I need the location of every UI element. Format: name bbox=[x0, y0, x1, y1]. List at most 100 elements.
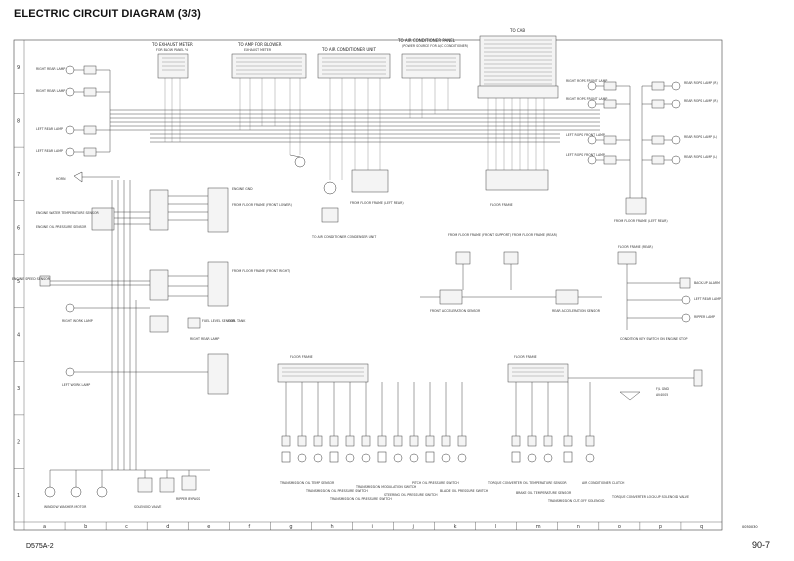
sensor-symbol bbox=[409, 453, 419, 463]
grid-column-label: a bbox=[43, 524, 46, 530]
vertical-drop-wires bbox=[164, 78, 545, 180]
sensor-symbol bbox=[313, 453, 323, 463]
sensor-connector bbox=[393, 435, 403, 447]
label-left-rear-lamp-2: LEFT REAR LAMP bbox=[36, 149, 63, 153]
label-air-cond-panel-sub: (POWER SOURCE FOR A/C CONDITIONER) bbox=[402, 44, 468, 48]
grid-row-label: 8 bbox=[17, 118, 20, 124]
sensor-connector bbox=[441, 435, 451, 447]
grid-column-label: n bbox=[577, 524, 580, 530]
label-trans-oil-press: TRANSMISSION OIL PRESSURE SWITCH bbox=[305, 489, 368, 493]
sensor-symbol bbox=[585, 453, 595, 463]
sensor-connector bbox=[543, 435, 553, 447]
top-connector-cab: TO CAB bbox=[477, 28, 559, 99]
sensor-group-upper: ENGINE WATER TEMPERATURE SENSOR ENGINE O… bbox=[36, 187, 292, 233]
label-engine-gnd: ENGINE GND bbox=[232, 187, 253, 191]
sensor-group-middle: ENGINE SPEED SENSOR FROM FLOOR FRAME (FR… bbox=[12, 261, 290, 307]
sensor-connector bbox=[329, 435, 339, 447]
drawing-number: 0050030 bbox=[742, 525, 758, 529]
grid-row-label: 6 bbox=[17, 225, 20, 231]
label-engine-water-temp: ENGINE WATER TEMPERATURE SENSOR bbox=[36, 211, 99, 215]
label-trans-mod: TRANSMISSION MODULATION SWITCH bbox=[355, 485, 417, 489]
label-exhaust-meter-sub: FOR BLOW PANEL ½ bbox=[156, 48, 188, 52]
label-right-rear-lamp-3: RIGHT REAR LAMP bbox=[190, 337, 219, 341]
sensor-connector bbox=[527, 435, 537, 447]
label-steering-oil: STEERING OIL PRESSURE SWITCH bbox=[384, 493, 438, 497]
label-fan-blower: TO AMP FOR BLOWER bbox=[237, 42, 282, 47]
label-horn: HORN bbox=[56, 177, 66, 181]
top-connector-exhaust-meter: TO EXHAUST METER FOR BLOW PANEL ½ bbox=[151, 42, 193, 79]
sensor-connector bbox=[377, 435, 387, 447]
grid-column-label: l bbox=[495, 524, 496, 530]
label-rear-rops-r-2: REAR ROPS LAMP (R) bbox=[684, 99, 718, 103]
label-floor-frame-front-lower: FROM FLOOR FRAME (FRONT LOWER) bbox=[232, 203, 292, 207]
label-condition-key: CONDITION KEY SWITCH ON ENGINE STOP bbox=[620, 337, 687, 341]
label-window-washer: WINDOW WASHER MOTOR bbox=[44, 505, 87, 509]
page-title: ELECTRIC CIRCUIT DIAGRAM (3/3) bbox=[14, 8, 201, 20]
label-rear-frame: FROM FLOOR FRAME (REAR) bbox=[512, 233, 557, 237]
sensor-symbol bbox=[543, 453, 553, 463]
label-floor-frame-lower-left: FLOOR FRAME bbox=[290, 355, 313, 359]
label-right-rear-lamp: RIGHT REAR LAMP bbox=[36, 67, 65, 71]
label-blade-press: BLADE OIL PRESSURE SWITCH bbox=[440, 489, 489, 493]
sensor-symbol bbox=[425, 451, 435, 463]
sensor-symbol bbox=[393, 453, 403, 463]
label-right-rear-lamp-2: RIGHT REAR LAMP bbox=[36, 89, 65, 93]
lower-floor-frame-right: FLOOR FRAME bbox=[507, 355, 569, 383]
label-front-acceleration: FRONT ACCELERATION SENSOR bbox=[430, 309, 481, 313]
right-alarm-group: FLOOR FRAME (REAR) BACK-UP ALARM LEFT RE… bbox=[560, 245, 721, 401]
label-to-cab: TO CAB bbox=[509, 28, 525, 33]
sensor-connector bbox=[511, 435, 521, 447]
grid-column-label: p bbox=[659, 524, 662, 530]
grid-column-label: h bbox=[330, 524, 333, 530]
label-engine-oil-press: ENGINE OIL PRESSURE SENSOR bbox=[36, 225, 87, 229]
grid-column-label: f bbox=[248, 524, 250, 530]
label-fuel-tank: FUEL TANK bbox=[228, 319, 246, 323]
sensor-symbol bbox=[345, 453, 355, 463]
left-lamp-group: RIGHT REAR LAMP RIGHT REAR LAMP LEFT REA… bbox=[36, 65, 111, 157]
label-trans-cutoff: TRANSMISSION CUT-OFF SOLENOID bbox=[547, 499, 605, 503]
label-floor-frame-rear-r: FLOOR FRAME (REAR) bbox=[618, 245, 653, 249]
sensor-symbol bbox=[297, 453, 307, 463]
label-ripper-lamp: RIPPER LAMP bbox=[694, 315, 715, 319]
grid-column-label: g bbox=[289, 524, 292, 530]
label-air-cond-panel: TO AIR CONDITIONER PANEL bbox=[397, 38, 456, 43]
horn-group: HORN bbox=[56, 171, 120, 183]
sensor-symbol bbox=[377, 451, 387, 463]
sensor-symbol bbox=[563, 451, 573, 463]
sensor-symbol bbox=[457, 453, 467, 463]
label-back-up-alarm: BACK-UP ALARM bbox=[694, 281, 720, 285]
label-exhaust-meter: TO EXHAUST METER bbox=[151, 42, 193, 47]
footer-doc-code: D575A-2 bbox=[26, 543, 54, 550]
lower-floor-frame-left: FLOOR FRAME bbox=[277, 355, 369, 383]
work-lamp-group: RIGHT WORK LAMP FUEL LEVEL SENSOR FUEL T… bbox=[62, 303, 246, 395]
sensor-symbol bbox=[511, 451, 521, 463]
grid-column-label: e bbox=[207, 524, 210, 530]
sensor-connector bbox=[313, 435, 323, 447]
label-rear-acceleration: REAR ACCELERATION SENSOR bbox=[552, 309, 601, 313]
label-right-work-lamp: RIGHT WORK LAMP bbox=[62, 319, 93, 323]
grid-column-label: o bbox=[618, 524, 621, 530]
top-connector-air-conditioner: TO AIR CONDITIONER UNIT bbox=[317, 47, 391, 79]
sensor-symbol bbox=[281, 451, 291, 463]
sensor-connector bbox=[409, 435, 419, 447]
label-front-support: FROM FLOOR FRAME (FRONT SUPPORT) bbox=[448, 233, 511, 237]
label-fuel-level: FUEL LEVEL SENSOR bbox=[202, 319, 236, 323]
sensor-connector bbox=[361, 435, 371, 447]
grid-row-label: 2 bbox=[17, 440, 20, 446]
sensor-connector bbox=[425, 435, 435, 447]
label-air-cond-clutch: AIR CONDITIONER CLUTCH bbox=[582, 481, 625, 485]
sensor-symbol bbox=[527, 453, 537, 463]
label-trans-oil-press-2: TRANSMISSION OIL PRESSURE SWITCH bbox=[329, 497, 392, 501]
label-torque-conv-temp: TORQUE CONVERTER OIL TEMPERATURE SENSOR bbox=[487, 481, 567, 485]
center-acceleration-group: FROM FLOOR FRAME (FRONT SUPPORT) FROM FL… bbox=[420, 233, 602, 313]
grid-column-label: d bbox=[166, 524, 169, 530]
sensor-connector bbox=[457, 435, 467, 447]
washer-and-solenoid-group: WINDOW WASHER MOTOR SOLENOID VALVE RIPPE… bbox=[44, 470, 200, 509]
grid-row-label: 9 bbox=[17, 65, 20, 71]
sensor-connector bbox=[281, 435, 291, 447]
label-right-rops-front-2: RIGHT ROPS FRONT LAMP bbox=[566, 97, 607, 101]
grid-column-label: m bbox=[536, 524, 541, 530]
sensor-connector bbox=[297, 435, 307, 447]
